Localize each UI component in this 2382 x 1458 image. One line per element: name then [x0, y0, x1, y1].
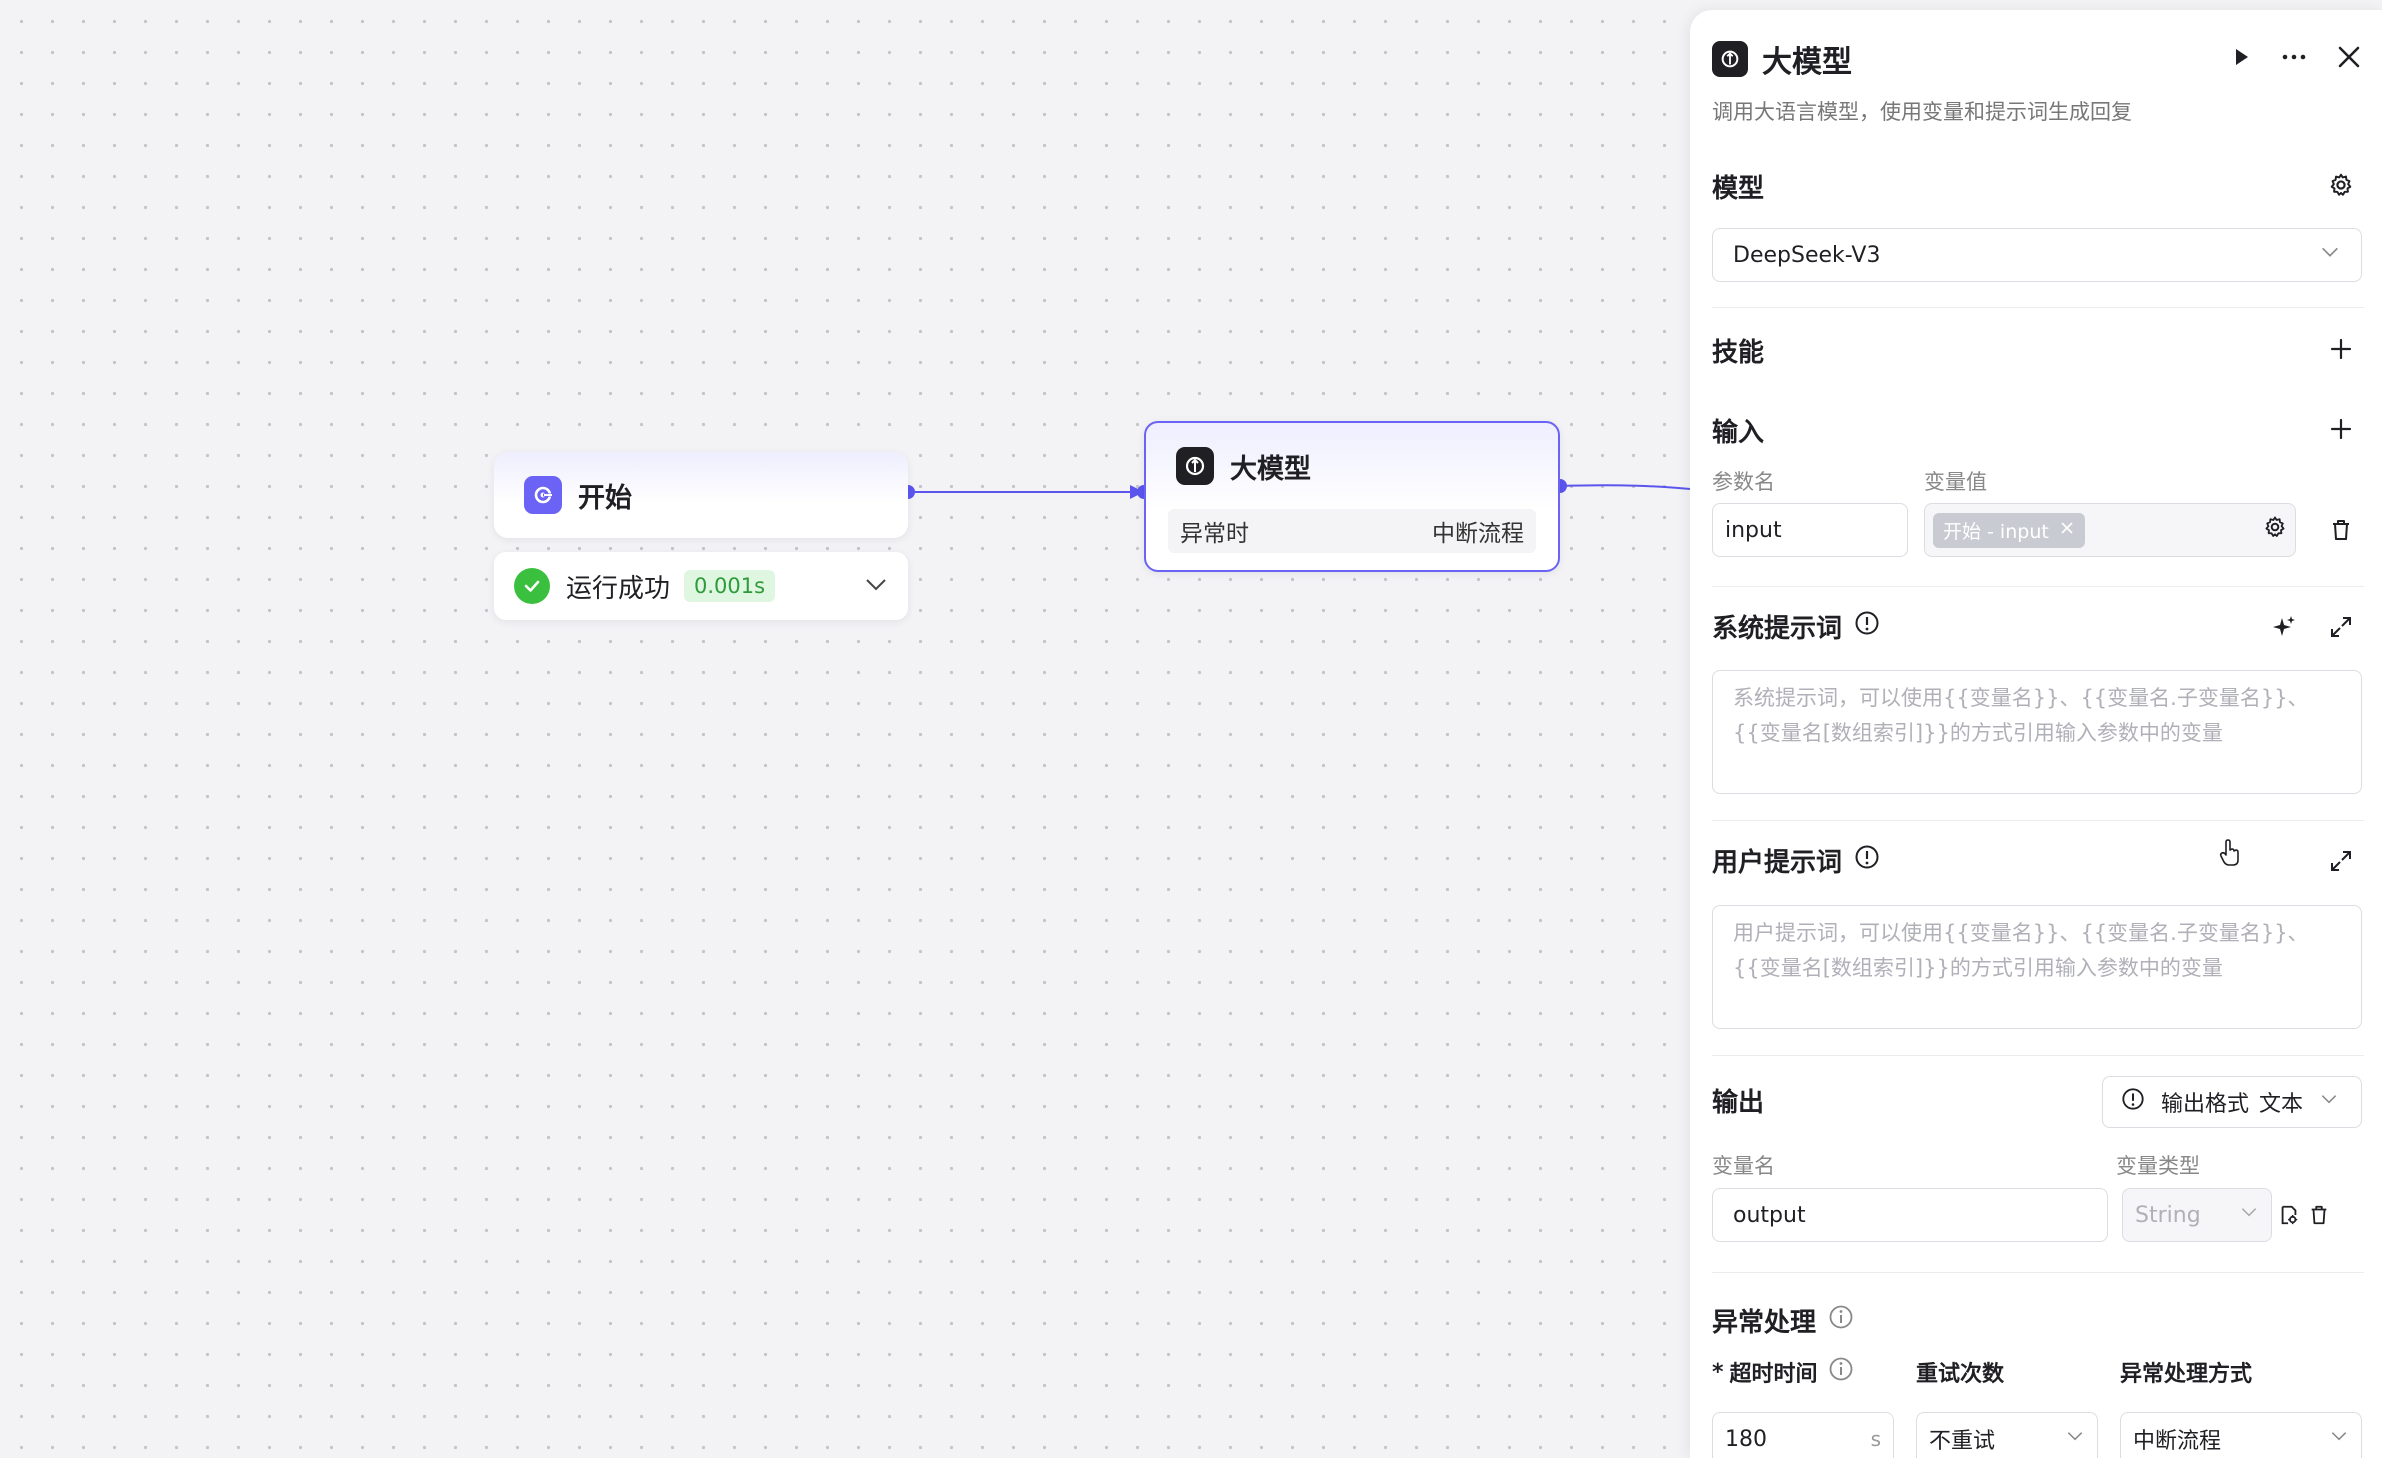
system-prompt-label: 系统提示词	[1712, 614, 1843, 644]
delete-output-trash-icon[interactable]	[2306, 1202, 2332, 1228]
output-format-label: 输出格式	[2161, 1092, 2250, 1117]
exception-value: 中断流程	[1432, 521, 1524, 547]
close-icon[interactable]	[2336, 44, 2362, 74]
model-selected-value: DeepSeek-V3	[1733, 242, 1881, 268]
var-tag: 开始 - input	[1933, 512, 2085, 548]
retry-label: 重试次数	[1916, 1362, 2005, 1387]
ai-optimize-sparkle-icon[interactable]	[2270, 612, 2300, 642]
timeout-unit: s	[1870, 1427, 1881, 1451]
output-var-name-value: output	[1733, 1202, 1806, 1228]
node-config-panel: 大模型 调用大语言模型，使用变量和提示词生成回复 模型 DeepSeek-V3 …	[1690, 10, 2382, 1458]
user-prompt-textarea[interactable]: 用户提示词，可以使用{{变量名}}、{{变量名.子变量名}}、{{变量名[数组索…	[1712, 905, 2362, 1029]
required-mark: *	[1712, 1359, 1724, 1385]
timeout-label-row: * 超时时间	[1712, 1356, 1854, 1388]
var-type-header: 变量类型	[2116, 1154, 2200, 1178]
param-name-value: input	[1725, 517, 1782, 543]
exception-handling-label: 异常处理	[1712, 1308, 1817, 1338]
param-name-header: 参数名	[1712, 470, 1775, 494]
expand-icon[interactable]	[2326, 612, 2356, 642]
output-format-select[interactable]: 输出格式 文本	[2102, 1076, 2362, 1128]
info-icon[interactable]	[1854, 610, 1880, 643]
info-icon[interactable]	[1854, 844, 1880, 877]
more-icon[interactable]	[2280, 46, 2308, 72]
var-value-header: 变量值	[1924, 470, 1987, 494]
chevron-down-icon	[2065, 1426, 2085, 1452]
exception-label: 异常时	[1180, 521, 1249, 547]
output-format-value: 文本	[2259, 1092, 2304, 1117]
var-settings-gear-icon[interactable]	[2263, 515, 2287, 545]
info-icon[interactable]	[1828, 1356, 1854, 1388]
panel-header: 大模型	[1712, 34, 2362, 84]
edge-llm-out	[1559, 484, 1701, 491]
llm-exception-row: 异常时 中断流程	[1168, 509, 1536, 553]
skills-section-label: 技能	[1712, 338, 1765, 368]
chevron-down-icon	[2319, 241, 2341, 269]
retry-select[interactable]: 不重试	[1916, 1412, 2098, 1458]
llm-icon	[1176, 447, 1214, 485]
system-prompt-textarea[interactable]: 系统提示词，可以使用{{变量名}}、{{变量名.子变量名}}、{{变量名[数组索…	[1712, 670, 2362, 794]
user-prompt-section-label: 用户提示词	[1712, 842, 1880, 879]
output-var-name-input[interactable]: output	[1712, 1188, 2108, 1242]
start-icon	[524, 476, 562, 514]
timeout-label: 超时时间	[1729, 1362, 1818, 1387]
run-status-text: 运行成功	[566, 573, 671, 604]
run-play-icon[interactable]	[2230, 46, 2252, 72]
timeout-input[interactable]: 180 s	[1712, 1412, 1894, 1458]
add-input-plus-icon[interactable]	[2326, 414, 2356, 444]
gear-icon[interactable]	[2326, 170, 2356, 200]
output-var-type-value: String	[2135, 1202, 2201, 1228]
chevron-down-icon	[2319, 1089, 2339, 1115]
schema-edit-icon[interactable]	[2276, 1202, 2302, 1228]
run-status-card[interactable]: 运行成功 0.001s	[494, 552, 908, 620]
param-name-input[interactable]: input	[1712, 503, 1908, 557]
var-name-header: 变量名	[1712, 1154, 1775, 1178]
var-tag-label: 开始 - input	[1943, 520, 2049, 543]
panel-description: 调用大语言模型，使用变量和提示词生成回复	[1712, 100, 2132, 124]
add-skill-plus-icon[interactable]	[2326, 334, 2356, 364]
model-select[interactable]: DeepSeek-V3	[1712, 228, 2362, 282]
llm-node[interactable]: 大模型 异常时 中断流程	[1144, 421, 1560, 572]
method-label: 异常处理方式	[2120, 1362, 2253, 1387]
var-value-field[interactable]: 开始 - input	[1924, 503, 2296, 557]
input-section-label: 输入	[1712, 418, 1765, 448]
info-icon[interactable]	[1828, 1304, 1854, 1337]
delete-input-trash-icon[interactable]	[2326, 515, 2356, 545]
tag-remove-icon[interactable]	[2059, 519, 2075, 541]
start-node-title: 开始	[578, 482, 632, 514]
output-section-label: 输出	[1712, 1088, 1765, 1118]
divider	[1712, 820, 2364, 821]
success-check-icon	[514, 568, 550, 604]
retry-value: 不重试	[1929, 1429, 1996, 1454]
divider	[1712, 586, 2364, 587]
system-prompt-section-label: 系统提示词	[1712, 608, 1880, 645]
exception-method-select[interactable]: 中断流程	[2120, 1412, 2362, 1458]
hand-cursor-icon	[2215, 836, 2245, 870]
llm-icon	[1712, 41, 1748, 77]
divider	[1712, 1272, 2364, 1273]
panel-title: 大模型	[1762, 45, 1852, 80]
run-time-badge: 0.001s	[684, 570, 776, 602]
chevron-down-icon[interactable]	[864, 572, 888, 600]
chevron-down-icon	[2239, 1202, 2259, 1228]
divider	[1712, 307, 2364, 308]
exception-section-label: 异常处理	[1712, 1302, 1854, 1339]
llm-node-title: 大模型	[1230, 453, 1311, 485]
method-value: 中断流程	[2133, 1429, 2222, 1454]
divider	[1712, 1055, 2364, 1056]
model-section-label: 模型	[1712, 174, 1765, 204]
chevron-down-icon	[2329, 1426, 2349, 1452]
user-prompt-label: 用户提示词	[1712, 848, 1843, 878]
output-var-type-select[interactable]: String	[2122, 1188, 2272, 1242]
start-node[interactable]: 开始	[494, 452, 908, 538]
info-icon	[2121, 1087, 2145, 1117]
timeout-value: 180	[1725, 1426, 1767, 1452]
expand-icon[interactable]	[2326, 846, 2356, 876]
